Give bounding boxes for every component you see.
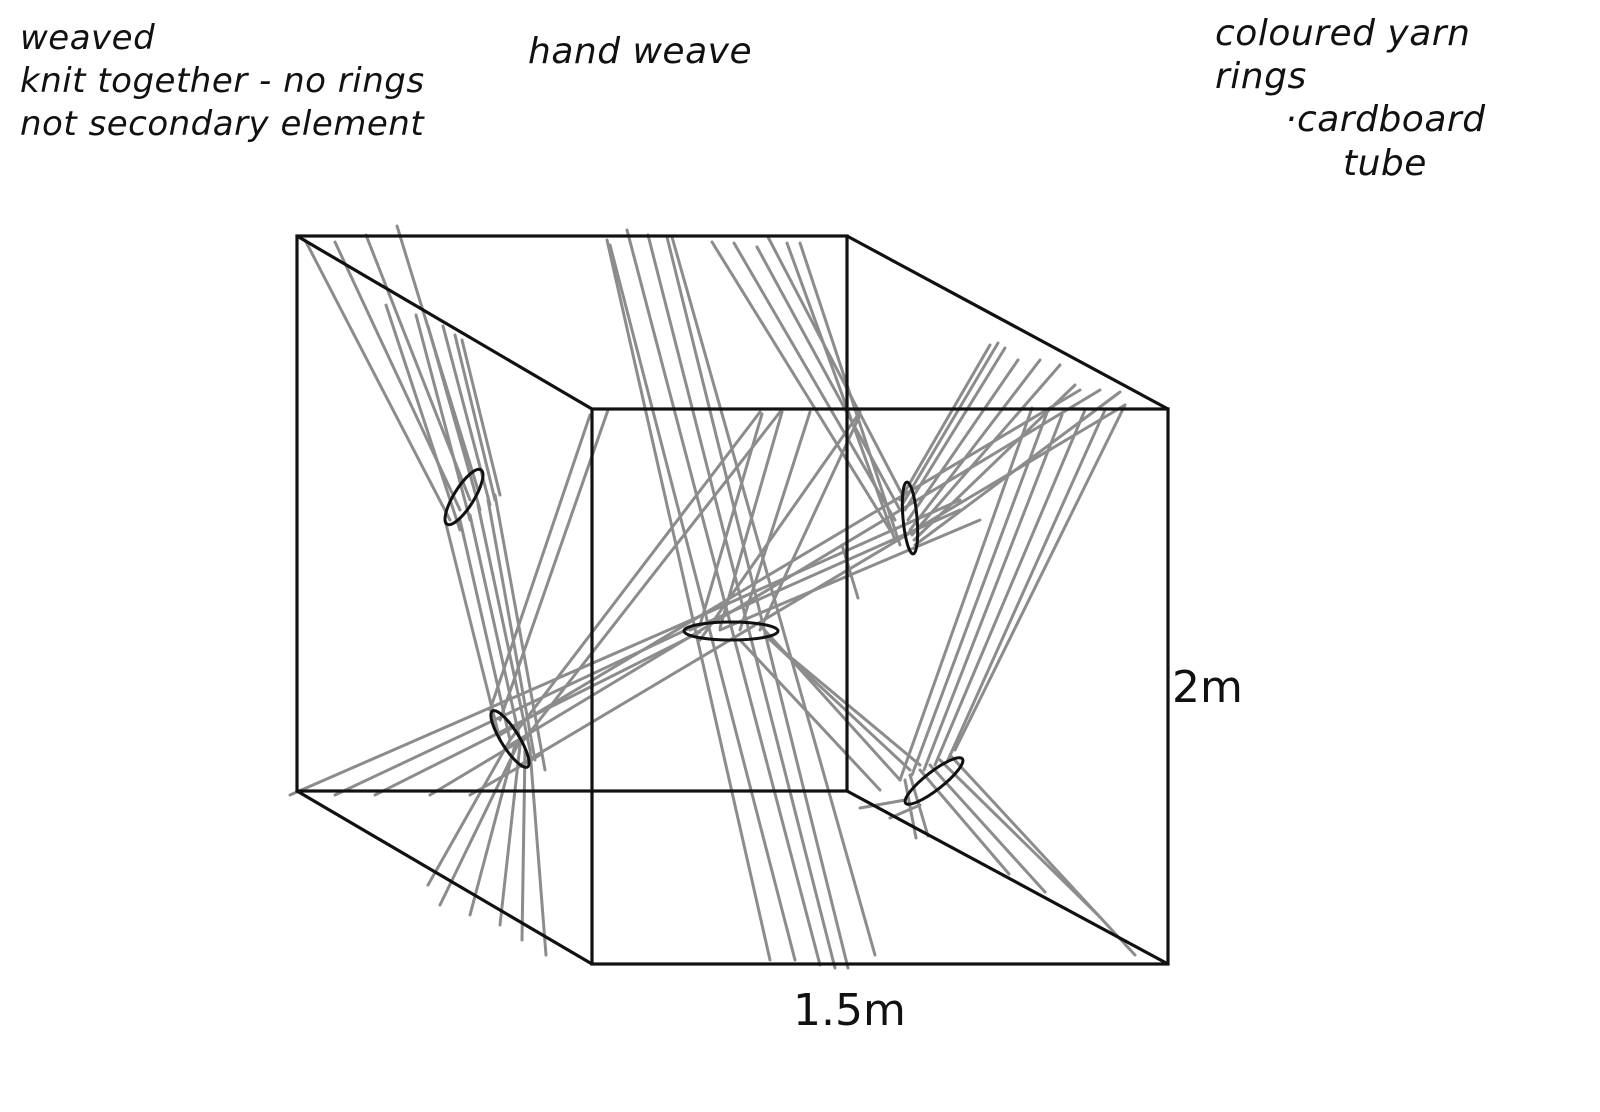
notes-top-left: weaved knit together - no rings not seco…	[20, 18, 425, 146]
notes-top-right: coloured yarn rings ·cardboard tube	[1215, 12, 1486, 185]
note-knit-together: knit together - no rings	[20, 60, 425, 101]
note-tube: tube	[1343, 142, 1427, 184]
width-dimension-label: 1.5m	[793, 985, 906, 1036]
rings	[443, 467, 965, 806]
height-dimension-label: 2m	[1172, 662, 1243, 713]
lower-right-ring	[903, 756, 965, 806]
upper-right-ring	[900, 480, 920, 556]
upper-left-ring	[443, 467, 485, 527]
note-weaved: weaved	[20, 18, 156, 58]
note-cardboard: ·cardboard	[1285, 99, 1486, 141]
yarn-strands	[288, 224, 1137, 970]
back-face	[295, 234, 849, 793]
cube-edges	[295, 234, 1170, 966]
front-face	[590, 407, 1170, 966]
note-not-secondary: not secondary element	[20, 103, 425, 144]
center-ring	[682, 620, 780, 642]
note-rings: rings	[1215, 56, 1307, 98]
lower-left-ring	[489, 709, 531, 769]
note-hand-weave: hand weave	[528, 31, 753, 72]
note-coloured-yarn: coloured yarn	[1215, 13, 1471, 54]
